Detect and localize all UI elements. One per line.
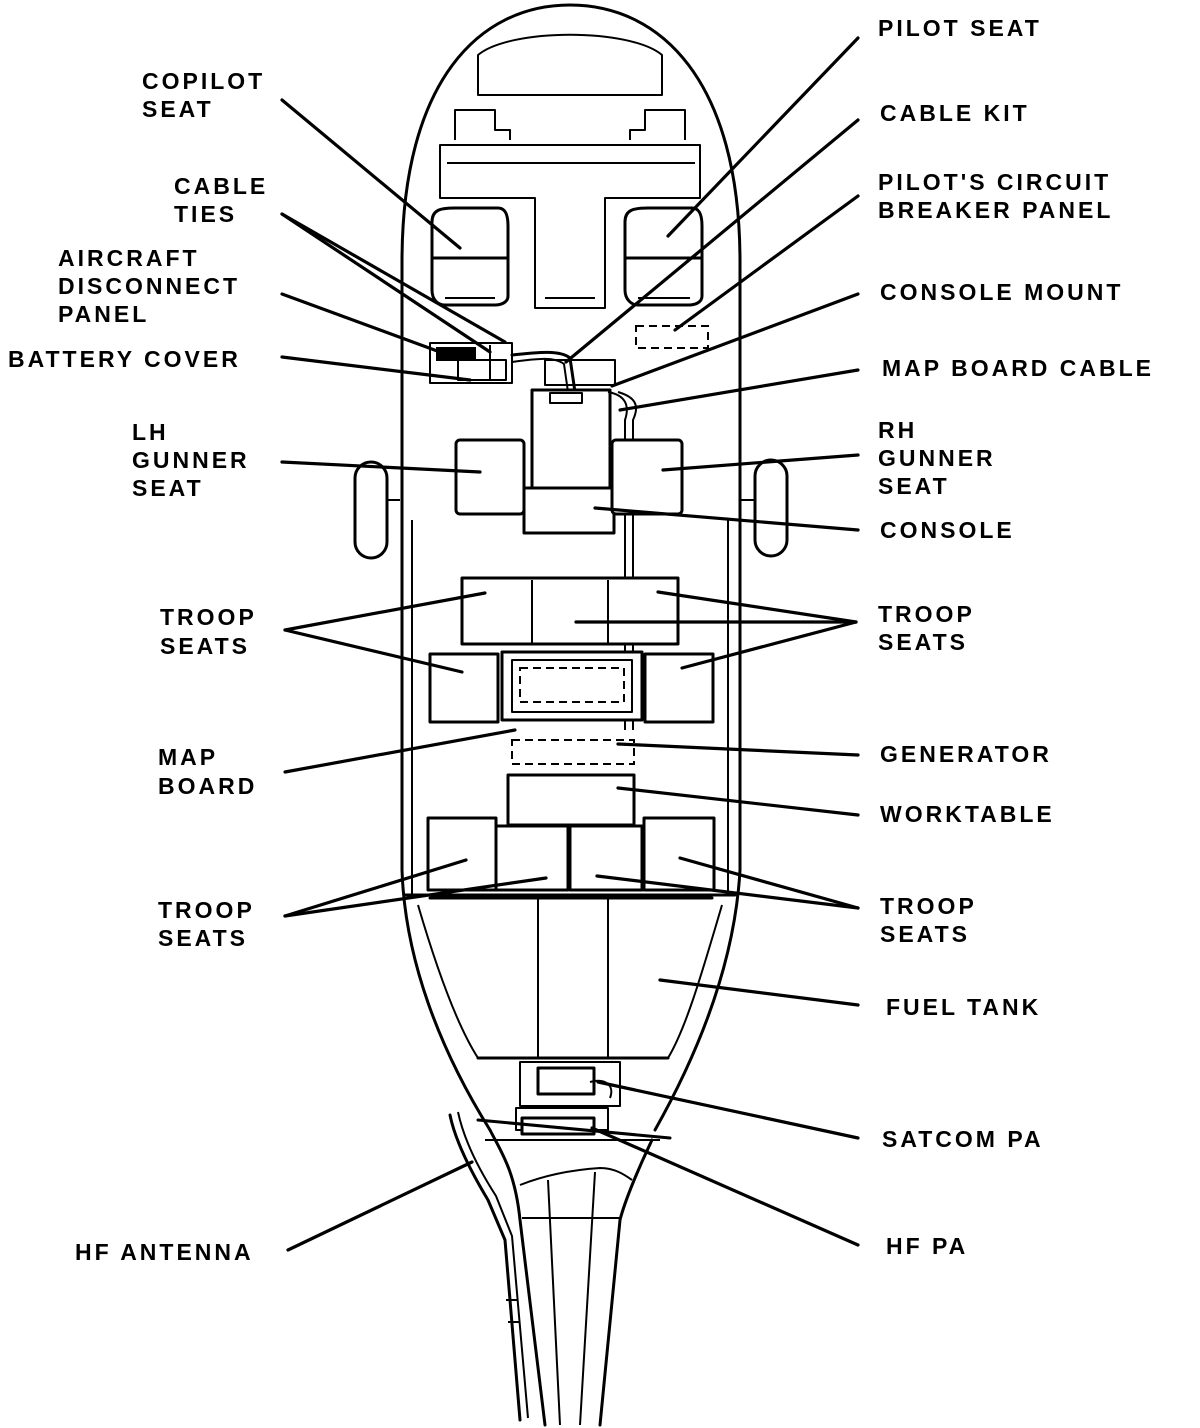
label-pilots-circuit-breaker-panel: PILOT'S CIRCUIT BREAKER PANEL <box>878 169 1121 223</box>
label-map-board-cable: MAP BOARD CABLE <box>882 355 1154 381</box>
troop-seats-upper-shape <box>428 576 715 724</box>
label-copilot-seat: COPILOT SEAT <box>142 68 275 122</box>
leader-lines <box>280 36 860 1252</box>
label-troop-seats-left-upper: TROOP SEATS <box>160 604 266 659</box>
label-cable-kit: CABLE KIT <box>880 100 1030 126</box>
label-map-board: MAP BOARD <box>158 744 257 799</box>
label-cable-ties: CABLE TIES <box>174 173 278 227</box>
pilot-seat-shape <box>623 206 704 307</box>
label-troop-seats-left-lower: TROOP SEATS <box>158 897 264 951</box>
map-board-shape <box>500 650 644 722</box>
generator-shape <box>511 739 635 765</box>
label-battery-cover: BATTERY COVER <box>8 346 241 372</box>
disconnect-panel-shape <box>429 342 513 384</box>
label-troop-seats-right-lower: TROOP SEATS <box>880 893 986 947</box>
hf-antenna-shape <box>448 1111 529 1422</box>
map-board-cable-shape <box>607 391 637 730</box>
troop-seats-lower-shape <box>426 816 716 892</box>
console-shape <box>522 388 616 535</box>
label-console-mount: CONSOLE MOUNT <box>880 279 1123 305</box>
label-lh-gunner-seat: LH GUNNER SEAT <box>132 419 259 501</box>
worktable-shape <box>506 773 636 827</box>
label-rh-gunner-seat: RH GUNNER SEAT <box>878 417 1005 499</box>
label-hf-antenna: HF ANTENNA <box>75 1239 254 1265</box>
lh-gunner-seat-shape <box>353 438 526 560</box>
label-fuel-tank: FUEL TANK <box>886 994 1041 1020</box>
fuselage-outline <box>400 3 742 1132</box>
label-hf-pa: HF PA <box>886 1233 968 1259</box>
label-satcom-pa: SATCOM PA <box>882 1126 1044 1152</box>
instrument-panel <box>439 109 701 309</box>
circuit-breaker-panel-shape <box>635 325 709 349</box>
label-troop-seats-right-upper: TROOP SEATS <box>878 601 984 655</box>
label-pilot-seat: PILOT SEAT <box>878 15 1042 41</box>
label-aircraft-disconnect-panel: AIRCRAFT DISCONNECT PANEL <box>58 245 249 327</box>
console-mount-shape <box>544 359 616 386</box>
copilot-seat-shape <box>430 206 510 307</box>
rh-gunner-seat-shape <box>610 438 789 558</box>
tail-boom <box>476 1118 672 1427</box>
fuel-tank-shape <box>428 896 714 1060</box>
label-generator: GENERATOR <box>880 741 1052 767</box>
label-worktable: WORKTABLE <box>880 801 1055 827</box>
label-console: CONSOLE <box>880 517 1015 543</box>
